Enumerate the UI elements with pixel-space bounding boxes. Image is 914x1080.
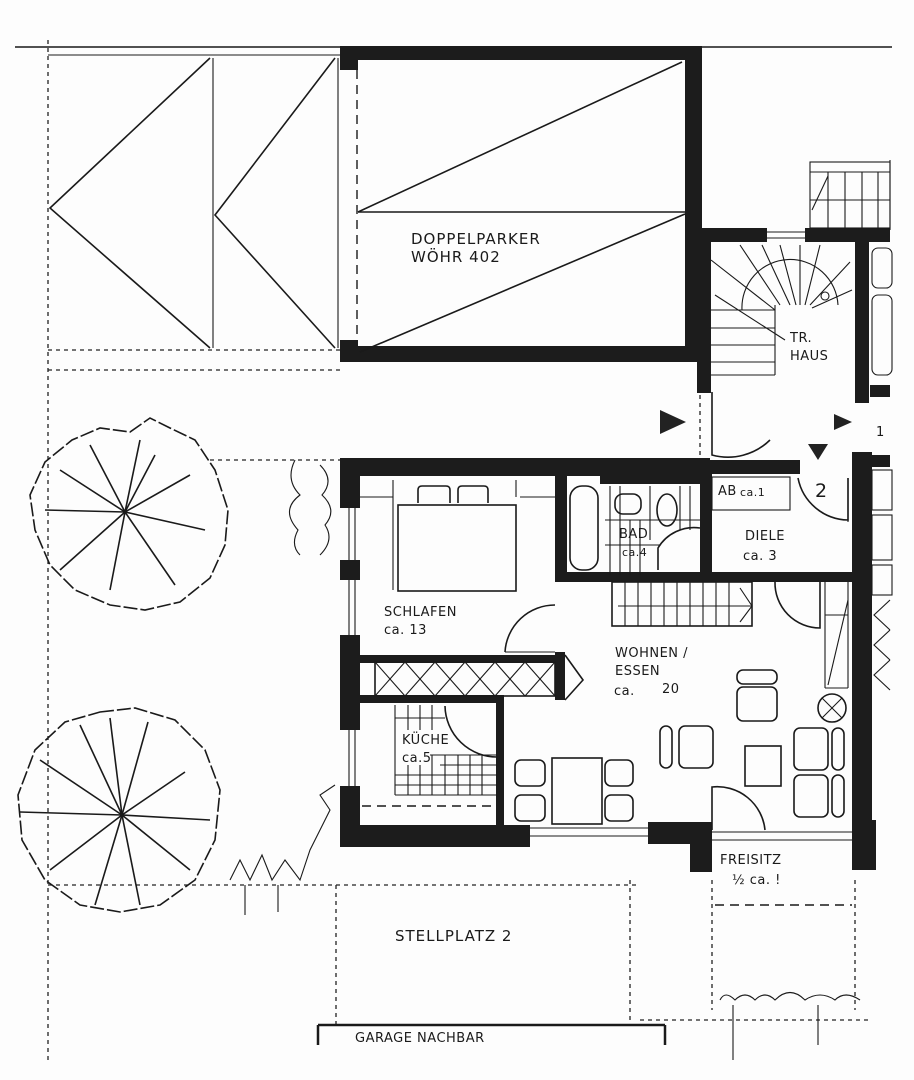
neighbor-unit-edge bbox=[870, 247, 893, 691]
bedroom-furniture bbox=[360, 480, 585, 701]
ab-label: AB bbox=[718, 484, 737, 499]
wohnen-area-value: 20 bbox=[662, 682, 680, 697]
garage-nachbar-label: GARAGE NACHBAR bbox=[355, 1031, 485, 1046]
diele-area: ca. 3 bbox=[743, 549, 778, 564]
schlafen-area: ca. 13 bbox=[384, 623, 427, 638]
bad-label: BAD bbox=[619, 527, 649, 542]
living-room-furniture bbox=[514, 669, 847, 831]
parking-spaces-left bbox=[48, 57, 339, 349]
essen-label: ESSEN bbox=[615, 664, 661, 679]
diele-fixtures bbox=[611, 476, 849, 689]
freisitz-label: FREISITZ bbox=[720, 853, 782, 868]
kueche-area: ca.5 bbox=[402, 751, 432, 766]
stairwell bbox=[697, 161, 891, 460]
neighbor-unit-number: 1 bbox=[876, 425, 885, 440]
wohnen-label: WOHNEN / bbox=[615, 646, 689, 661]
stairwell-label-sub: HAUS bbox=[790, 349, 829, 364]
kitchen-fixtures bbox=[362, 705, 499, 807]
kueche-label: KÜCHE bbox=[402, 733, 450, 748]
tree-icon bbox=[29, 417, 229, 611]
doppelparker-label: DOPPELPARKER bbox=[411, 230, 541, 248]
doppelparker-model: WÖHR 402 bbox=[411, 248, 501, 266]
diele-label: DIELE bbox=[745, 529, 786, 544]
apartment-walls bbox=[340, 452, 876, 872]
doppelparker-garage bbox=[340, 46, 702, 362]
unit-number: 2 bbox=[815, 480, 829, 502]
freisitz-area: ½ ca. ! bbox=[732, 873, 781, 888]
shrub-icon bbox=[229, 459, 861, 1060]
schlafen-label: SCHLAFEN bbox=[384, 605, 457, 620]
tree-icon bbox=[17, 707, 221, 913]
bathroom-fixtures bbox=[569, 485, 701, 575]
entry-arrow-icon bbox=[660, 410, 852, 460]
bad-area: ca.4 bbox=[622, 546, 648, 559]
stellplatz-label: STELLPLATZ 2 bbox=[395, 927, 513, 945]
wohnen-area-prefix: ca. bbox=[614, 684, 635, 699]
stairwell-label: TR. bbox=[790, 331, 813, 346]
ab-area: ca.1 bbox=[740, 486, 766, 499]
